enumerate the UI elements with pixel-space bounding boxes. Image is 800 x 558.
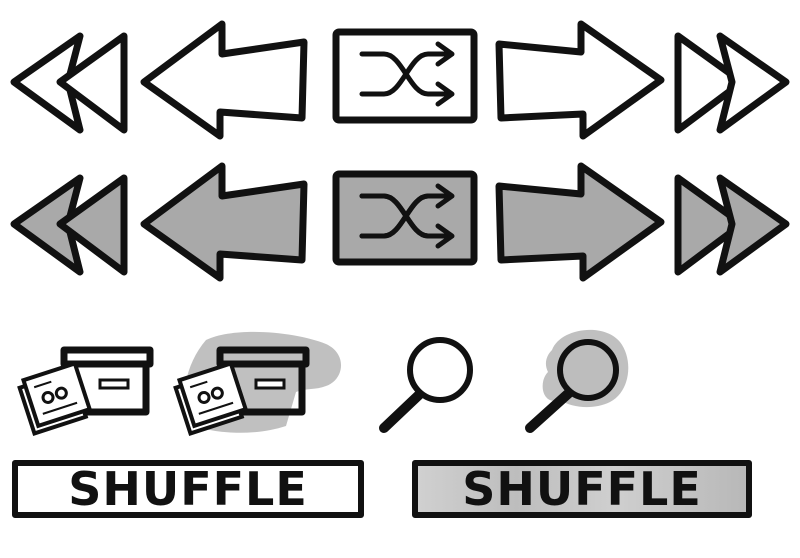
shuffle-icon[interactable] (332, 28, 478, 124)
archive-box-icon[interactable] (17, 336, 160, 436)
shuffle-button[interactable]: SHUFFLE (12, 460, 364, 518)
shuffle-button-hover[interactable]: SHUFFLE (412, 460, 752, 518)
shuffle-button-label: SHUFFLE (68, 462, 308, 516)
search-icon-hover[interactable] (520, 326, 632, 438)
rewind-icon[interactable] (8, 30, 133, 140)
forward-arrow-icon-hover[interactable] (495, 160, 667, 282)
back-arrow-icon[interactable] (138, 18, 310, 140)
rewind-icon-hover[interactable] (8, 172, 133, 282)
search-icon[interactable] (376, 332, 480, 438)
fast-forward-icon-hover[interactable] (672, 172, 792, 282)
shuffle-button-hover-label: SHUFFLE (462, 462, 702, 516)
forward-arrow-icon[interactable] (495, 18, 667, 140)
archive-box-icon-hover[interactable] (173, 330, 348, 436)
back-arrow-icon-hover[interactable] (138, 160, 310, 282)
shuffle-icon-hover[interactable] (332, 170, 478, 266)
fast-forward-icon[interactable] (672, 30, 792, 140)
